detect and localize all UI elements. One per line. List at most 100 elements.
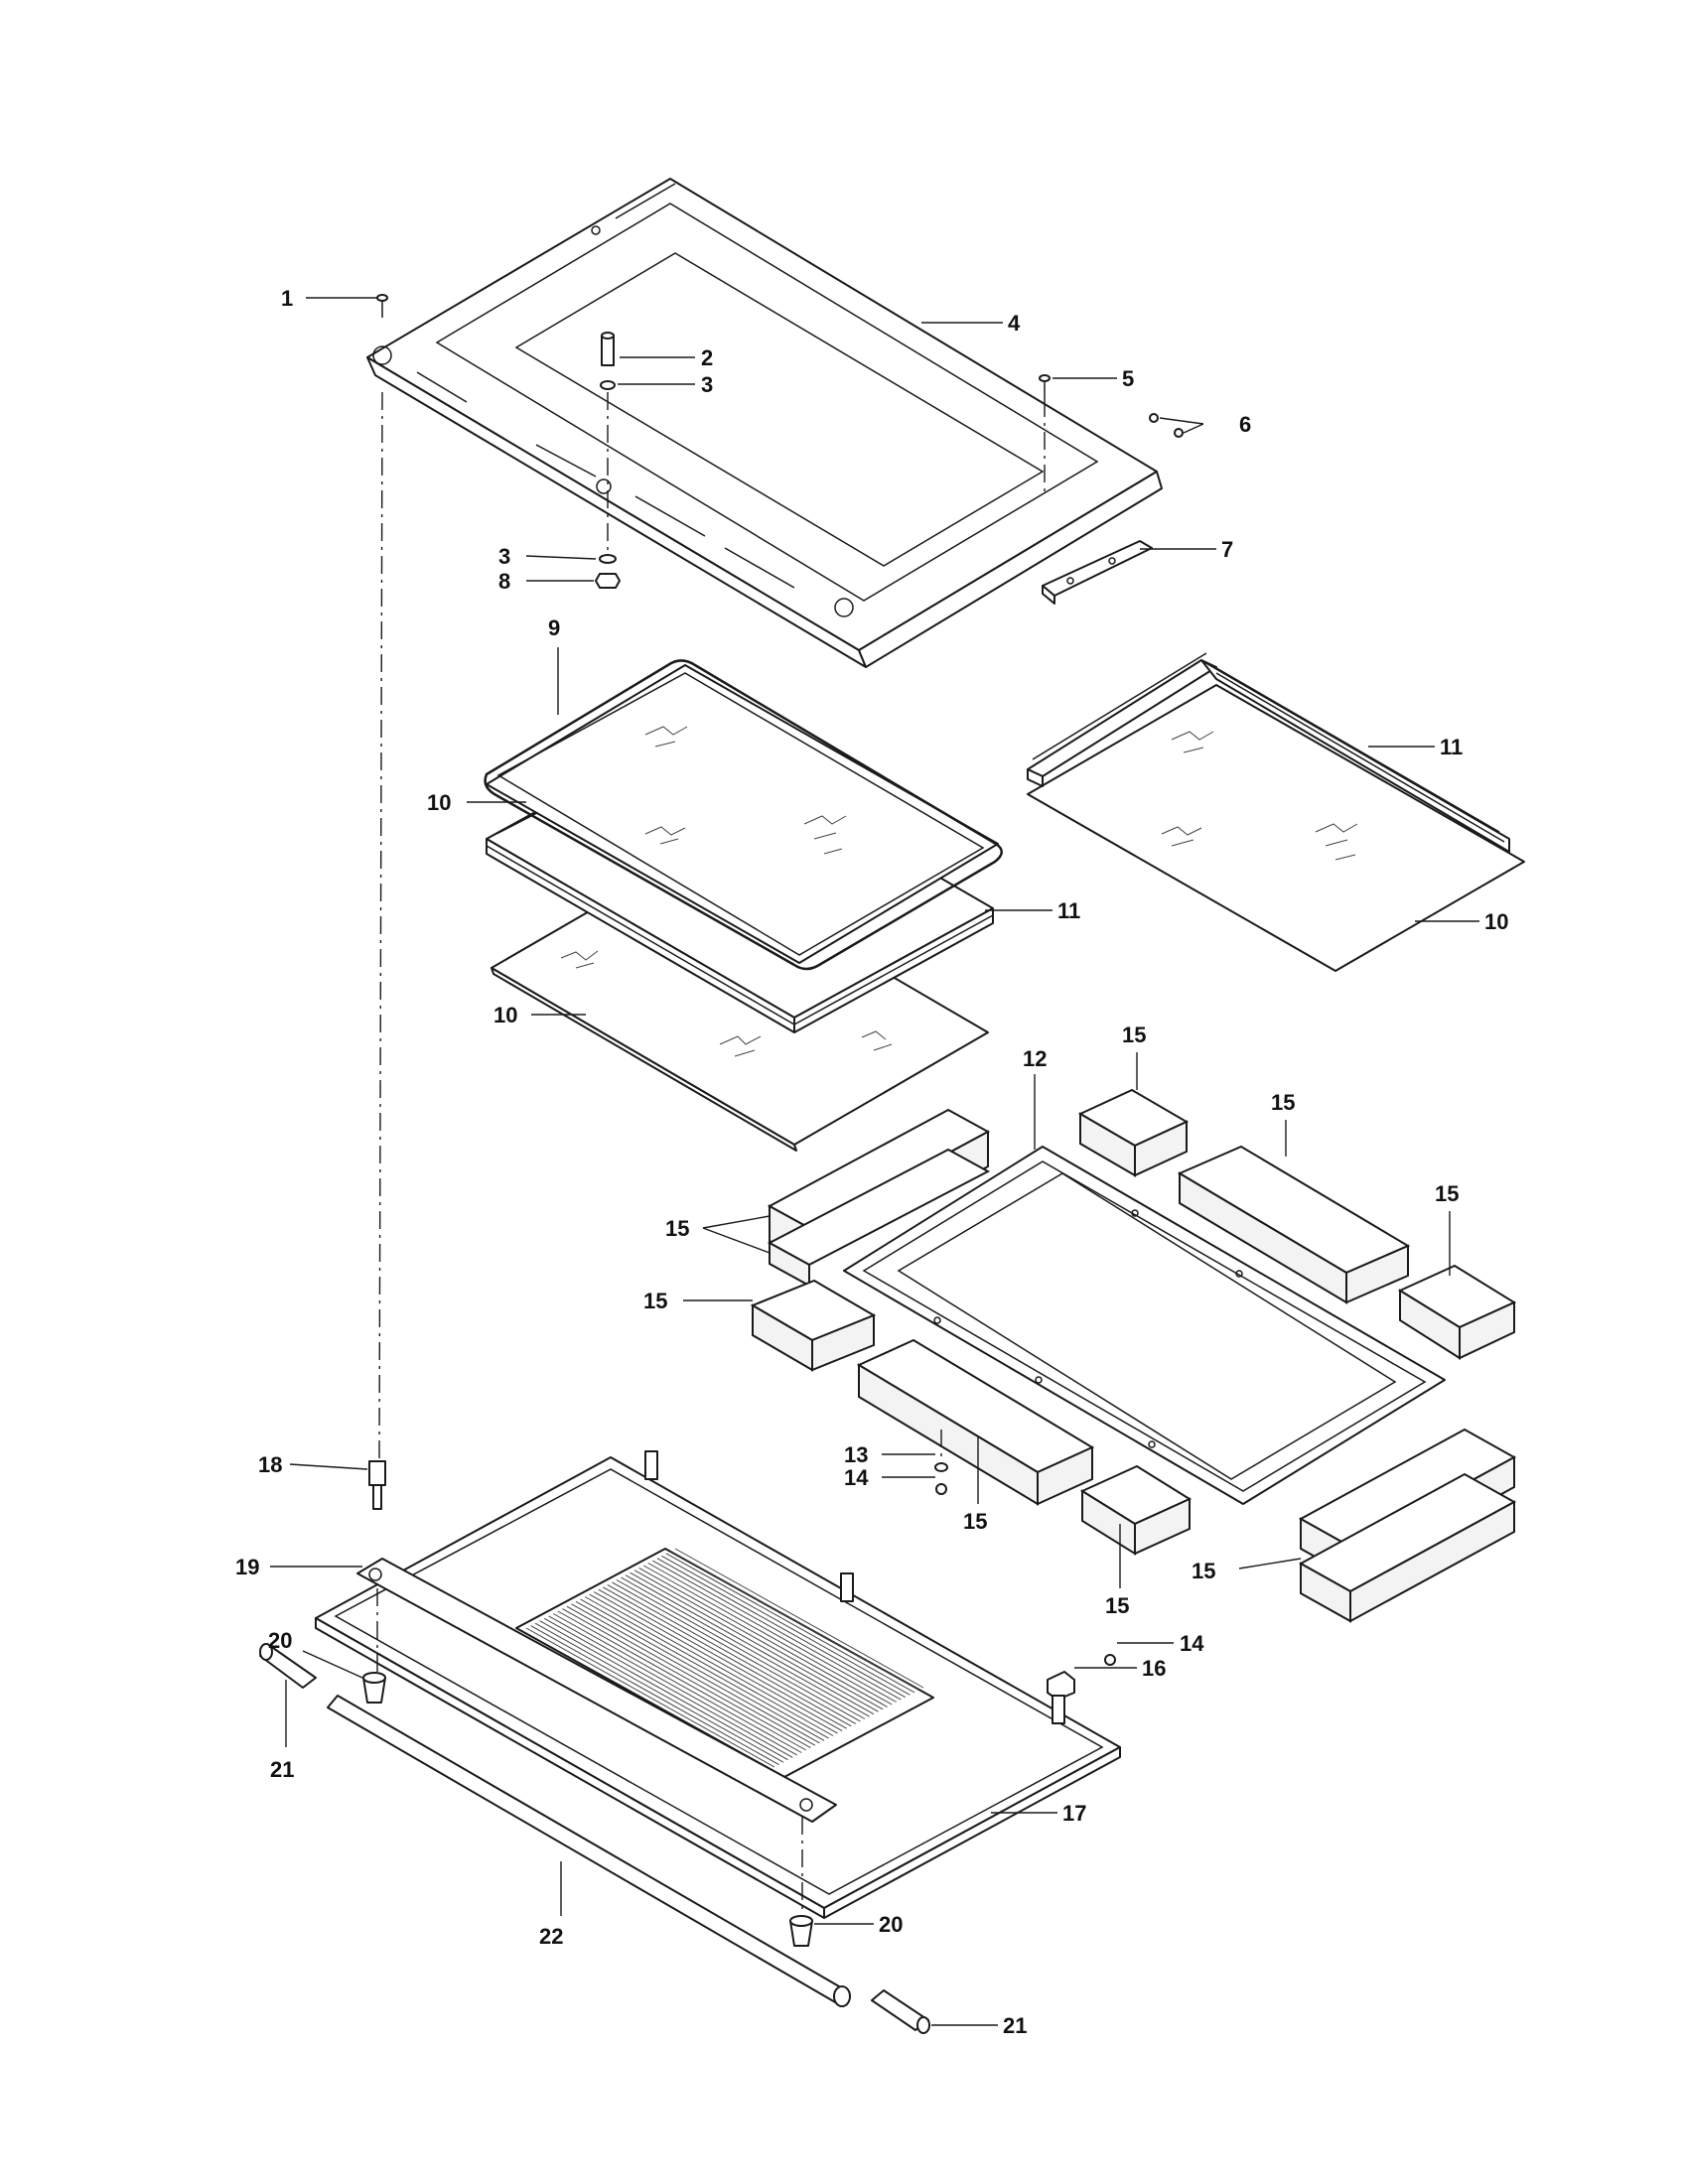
grille-slat <box>616 1579 866 1719</box>
grille-slat <box>593 1591 843 1732</box>
top-cover-panel <box>366 178 1163 668</box>
grille-slat <box>566 1605 816 1746</box>
grille-slat <box>642 1565 893 1706</box>
callout-22: 22 <box>539 1924 563 1949</box>
inner-frame-12 <box>843 1146 1446 1505</box>
grille-slat <box>665 1553 915 1694</box>
washer-3-bottom <box>599 554 617 564</box>
callout-14-right: 14 <box>1180 1631 1204 1656</box>
insulation-block-15-e <box>1077 1088 1190 1177</box>
nut-6b <box>1174 428 1184 438</box>
callout-21-left: 21 <box>270 1757 294 1782</box>
bottom-panel-17 <box>315 1450 1121 1919</box>
nut-8 <box>595 573 621 589</box>
grille-slat <box>580 1598 829 1739</box>
callout-15-e: 15 <box>1122 1023 1146 1047</box>
gasket-9 <box>484 659 1003 971</box>
callout-3-top: 3 <box>701 372 713 397</box>
grille-slat <box>584 1596 834 1736</box>
callout-15-f: 15 <box>1271 1090 1295 1115</box>
grille-slat <box>575 1600 825 1741</box>
grille-slat <box>661 1555 911 1696</box>
grille-slat <box>647 1563 897 1703</box>
grille-slat <box>612 1581 861 1722</box>
foot-20-left <box>362 1672 386 1704</box>
grille-slat <box>525 1627 775 1768</box>
callout-16: 16 <box>1142 1656 1166 1681</box>
door-frame-11-right <box>1027 652 1510 853</box>
clip-16 <box>1047 1671 1075 1701</box>
callout-11-left: 11 <box>1057 898 1080 923</box>
grille-slat <box>607 1583 857 1724</box>
grille-slat <box>548 1615 797 1756</box>
screw-5 <box>1039 374 1051 399</box>
callout-12: 12 <box>1023 1046 1047 1071</box>
callout-15-d: 15 <box>963 1509 987 1534</box>
grille-slat <box>571 1603 820 1744</box>
callout-10-upper: 10 <box>427 790 451 815</box>
grille-slat <box>539 1620 788 1761</box>
nut-6a <box>1149 413 1159 423</box>
callout-9: 9 <box>548 615 560 640</box>
screw-1 <box>376 294 388 318</box>
grille-slat <box>553 1613 802 1753</box>
callout-3-bottom: 3 <box>498 544 510 569</box>
insulation-block-15-b <box>767 1148 991 1288</box>
screw-14-left <box>935 1483 947 1495</box>
pin-2 <box>601 332 615 366</box>
callout-14-left: 14 <box>844 1465 869 1490</box>
assembly-line-1 <box>378 391 383 1460</box>
strip-19 <box>356 1558 837 1823</box>
grille-slat <box>625 1574 875 1715</box>
callout-1: 1 <box>281 286 293 311</box>
grille-slat <box>652 1560 902 1701</box>
grille-slat <box>633 1570 884 1710</box>
callout-18: 18 <box>258 1452 282 1477</box>
callout-20-right: 20 <box>879 1912 903 1937</box>
callout-15-h: 15 <box>1105 1593 1129 1618</box>
callout-15-c: 15 <box>643 1289 667 1313</box>
screw-14-right <box>1104 1654 1116 1666</box>
grille-slat <box>598 1588 847 1729</box>
callout-6: 6 <box>1239 412 1251 437</box>
callout-15-ab: 15 <box>665 1216 689 1241</box>
grille-slat <box>534 1622 784 1763</box>
callout-15-ij: 15 <box>1192 1559 1215 1583</box>
callout-labels: 1 2 3 4 5 6 7 3 8 9 10 11 10 11 10 15 12… <box>235 286 1508 2038</box>
grille-slat <box>557 1610 807 1751</box>
callout-15-g: 15 <box>1435 1181 1459 1206</box>
grille-slat <box>630 1571 879 1712</box>
washer-13 <box>934 1462 948 1472</box>
handle-bar-22 <box>327 1695 851 2007</box>
washer-3-top <box>600 380 616 390</box>
grille-slat <box>530 1625 779 1766</box>
grille-slat <box>656 1558 907 1699</box>
insulation-block-15-g <box>1397 1264 1517 1360</box>
callout-2: 2 <box>701 345 713 370</box>
callout-11-right: 11 <box>1440 735 1463 759</box>
callout-4: 4 <box>1008 311 1021 336</box>
hinge-bracket-7 <box>1042 540 1153 605</box>
insulation-block-15-f <box>1177 1145 1411 1304</box>
end-cap-21-right <box>871 1989 930 2034</box>
grille-slat <box>674 1548 924 1689</box>
callout-19: 19 <box>235 1555 259 1579</box>
end-cap-21-left <box>259 1643 317 1689</box>
grille-slat <box>562 1608 811 1749</box>
insulation-block-15-h <box>1079 1464 1193 1556</box>
callout-10-right: 10 <box>1484 909 1508 934</box>
callout-10-lower: 10 <box>493 1003 517 1027</box>
grille-slat <box>670 1550 919 1691</box>
grille-slat <box>543 1617 793 1758</box>
foot-20-right <box>789 1915 813 1947</box>
callout-20-left: 20 <box>268 1628 292 1653</box>
callout-5: 5 <box>1122 366 1134 391</box>
leader-lines <box>270 297 1479 2026</box>
insulation-block-15-j <box>1298 1472 1517 1623</box>
callout-17: 17 <box>1062 1801 1086 1826</box>
grille-slat <box>603 1586 852 1727</box>
callout-21-right: 21 <box>1003 2013 1027 2038</box>
standoff-18 <box>368 1460 386 1510</box>
grille-slat <box>621 1576 870 1717</box>
